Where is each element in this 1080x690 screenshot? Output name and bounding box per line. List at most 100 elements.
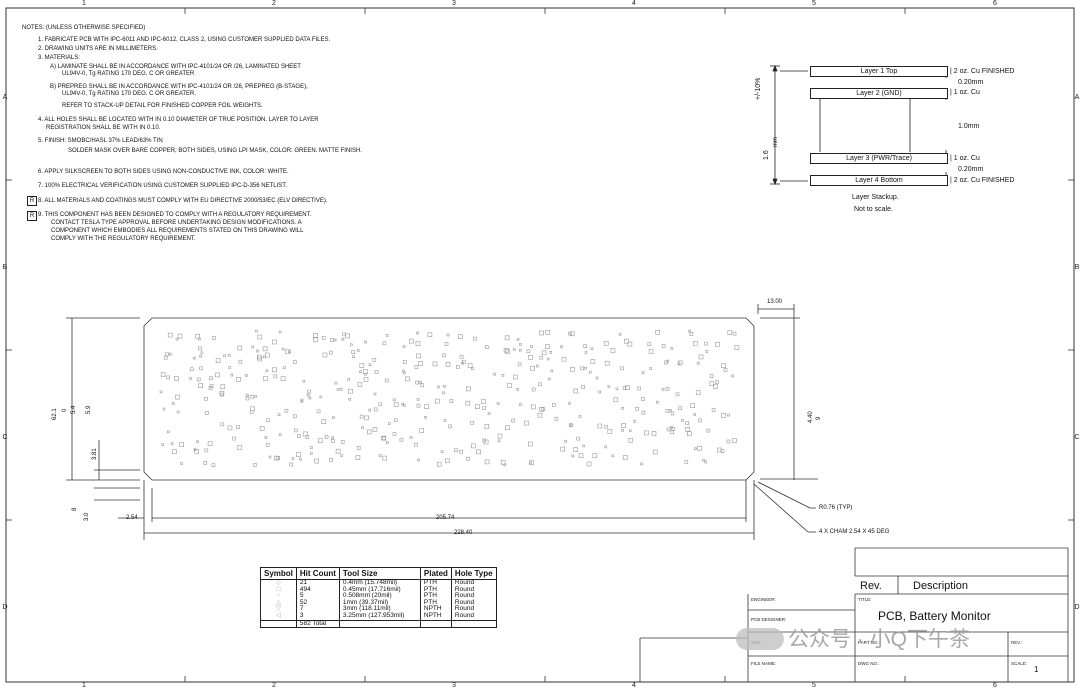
pad-mark xyxy=(524,420,529,426)
pad-mark xyxy=(505,425,510,430)
pad-mark xyxy=(625,385,630,390)
pad-mark xyxy=(706,428,711,433)
engineer-label: ENGINEER: xyxy=(751,597,776,602)
pad-mark xyxy=(196,377,201,382)
pad-mark xyxy=(664,360,668,365)
pad-mark xyxy=(166,375,170,380)
pad-mark xyxy=(711,408,716,412)
pad-mark xyxy=(203,460,208,465)
pad-mark xyxy=(385,333,389,337)
pad-mark xyxy=(435,398,440,404)
pad-mark xyxy=(670,425,673,429)
stackup-note-3: | 1 oz. Cu xyxy=(950,89,980,96)
pad-mark xyxy=(644,430,649,436)
pad-mark xyxy=(732,438,737,444)
pad-mark xyxy=(402,360,407,364)
pad-mark xyxy=(262,346,268,352)
pad-mark xyxy=(590,347,594,351)
pad-mark xyxy=(528,441,533,447)
pad-mark xyxy=(268,455,272,459)
pad-mark xyxy=(302,379,306,383)
pad-mark xyxy=(655,329,661,335)
pad-mark xyxy=(618,332,622,336)
pad-mark xyxy=(424,415,427,419)
pad-mark xyxy=(669,409,673,412)
pad-mark xyxy=(516,387,520,391)
pad-mark xyxy=(530,365,536,371)
pad-mark xyxy=(372,427,378,432)
pad-mark xyxy=(473,336,477,341)
zone-col-3-bottom: 3 xyxy=(452,682,456,689)
pad-mark xyxy=(363,369,368,374)
pad-mark xyxy=(339,387,343,391)
pad-mark xyxy=(289,462,293,467)
pad-mark xyxy=(554,416,559,421)
drill-type: Round xyxy=(450,606,496,613)
pad-mark xyxy=(675,392,680,397)
pad-mark xyxy=(427,332,433,338)
pad-mark xyxy=(177,333,183,339)
drill-type: Round xyxy=(450,599,496,607)
pad-mark xyxy=(576,436,581,441)
pad-mark xyxy=(382,436,386,441)
file-name-label: FILE NAME: xyxy=(751,661,777,666)
pad-mark xyxy=(470,443,476,449)
drill-plated: NPTH xyxy=(419,606,452,613)
drill-plated: PTH xyxy=(419,586,452,594)
pad-mark xyxy=(209,376,213,381)
pad-mark xyxy=(693,447,697,451)
pad-mark xyxy=(299,457,302,461)
notes-heading: NOTES: (UNLESS OTHERWISE SPECIFIED) xyxy=(22,25,146,31)
pad-mark xyxy=(637,386,641,391)
pad-mark xyxy=(670,430,674,435)
stackup-note-1-text: 2 oz. Cu FINISHED xyxy=(953,68,1015,75)
pad-mark xyxy=(288,350,291,354)
pad-mark xyxy=(250,394,255,399)
note-5: 5. FINISH: SMOBC/HASL 37% LEAD/63% TIN xyxy=(38,138,163,144)
pad-mark xyxy=(681,419,684,422)
pad-mark xyxy=(253,463,257,467)
pad-mark xyxy=(517,362,522,367)
pad-mark xyxy=(237,445,242,450)
pad-mark xyxy=(529,460,534,465)
drill-hits: 21 xyxy=(295,579,340,587)
dim-2-54: 2.54 xyxy=(126,515,138,521)
drill-plated: PTH xyxy=(419,599,452,607)
pad-mark xyxy=(526,349,531,354)
pad-mark xyxy=(284,408,289,413)
stackup-caption-2: Not to scale. xyxy=(854,206,893,213)
pad-mark xyxy=(678,406,682,411)
pad-mark xyxy=(195,333,200,339)
part-no-label: PART NO.: xyxy=(858,640,881,645)
pad-mark xyxy=(715,341,720,347)
pad-mark xyxy=(402,345,406,348)
zone-col-3: 3 xyxy=(452,0,456,7)
pad-mark xyxy=(282,366,286,370)
pad-mark xyxy=(321,419,327,424)
pad-mark xyxy=(409,436,413,439)
pad-mark xyxy=(254,395,257,398)
pad-mark xyxy=(727,413,730,417)
zone-row-d: D xyxy=(2,604,8,611)
pad-mark xyxy=(665,386,670,391)
pad-mark xyxy=(544,344,550,350)
pad-mark xyxy=(569,331,575,337)
pad-mark xyxy=(356,349,360,352)
pad-mark xyxy=(573,447,579,453)
pad-mark xyxy=(329,457,333,462)
pad-mark xyxy=(302,431,308,437)
pad-mark xyxy=(236,425,240,430)
pad-mark xyxy=(161,443,164,446)
pad-mark xyxy=(329,338,334,343)
note-3b: B) PREPREG SHALL BE IN ACCORDANCE WITH I… xyxy=(50,84,308,90)
pad-mark xyxy=(545,330,551,335)
pad-mark xyxy=(167,332,173,338)
dim-228-40: 228.40 xyxy=(454,530,473,536)
pad-mark xyxy=(381,435,387,441)
pad-mark xyxy=(598,390,601,394)
pad-mark xyxy=(592,453,598,458)
pad-mark xyxy=(399,437,404,442)
pad-mark xyxy=(250,406,255,412)
pad-mark xyxy=(300,400,304,403)
